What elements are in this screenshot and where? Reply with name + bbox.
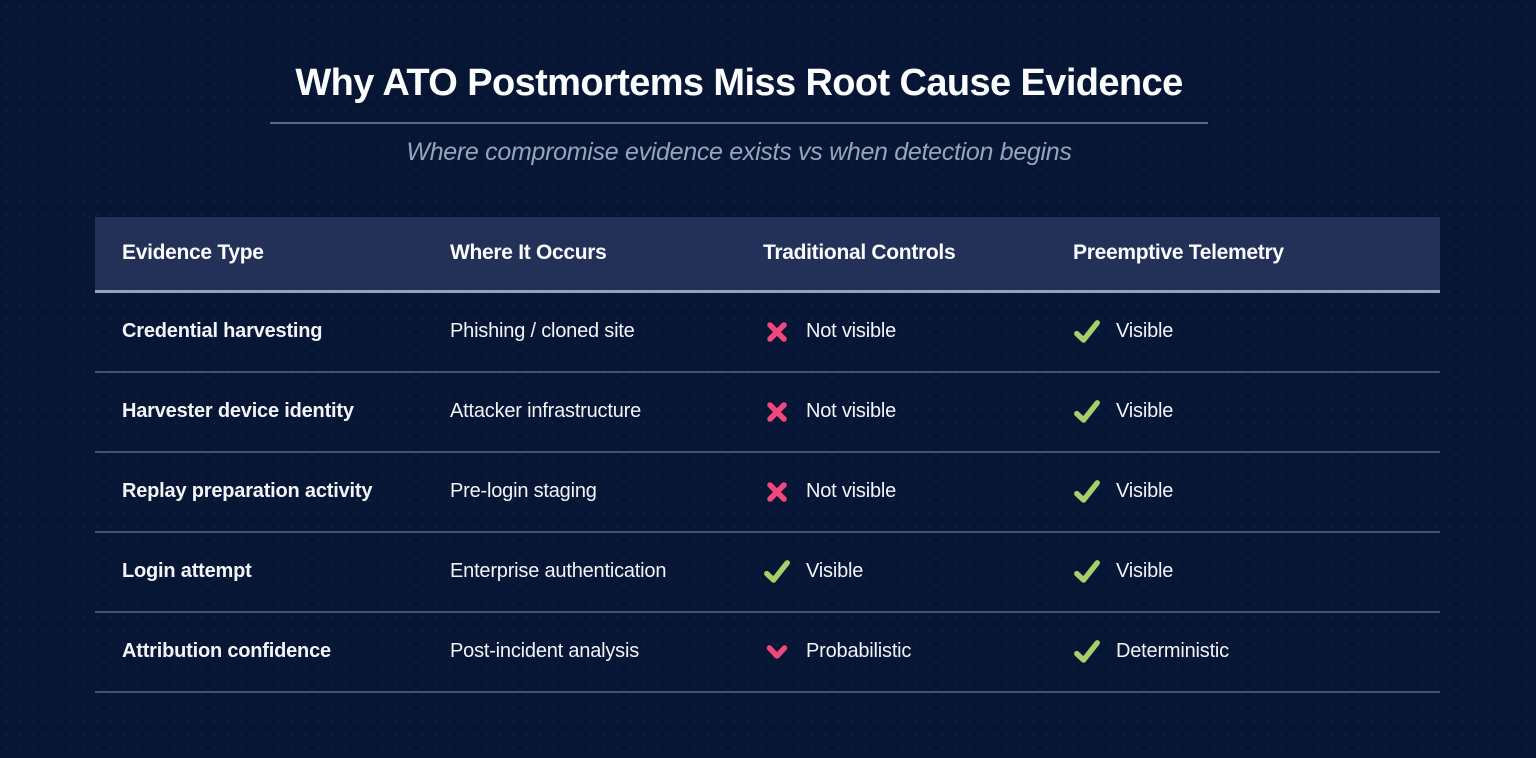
check-icon: [1074, 639, 1100, 663]
table-body: Credential harvesting Phishing / cloned …: [95, 293, 1440, 693]
chevron-down-icon: [766, 644, 788, 659]
check-icon: [1074, 319, 1100, 343]
check-icon: [1074, 559, 1100, 583]
cross-icon: [767, 401, 787, 422]
traditional-controls-label: Not visible: [806, 400, 897, 423]
traditional-controls-icon-slot: [763, 398, 791, 426]
page-title: Why ATO Postmortems Miss Root Cause Evid…: [295, 62, 1183, 104]
preemptive-telemetry-cell: Deterministic: [1073, 638, 1440, 666]
evidence-type-cell: Login attempt: [95, 560, 450, 583]
page-subtitle: Where compromise evidence exists vs when…: [406, 137, 1072, 166]
where-it-occurs-cell: Post-incident analysis: [450, 640, 763, 663]
evidence-type-cell: Credential harvesting: [95, 320, 450, 343]
traditional-controls-label: Not visible: [806, 480, 897, 503]
where-it-occurs-cell: Phishing / cloned site: [450, 320, 763, 343]
cross-icon: [767, 321, 787, 342]
where-it-occurs-label: Phishing / cloned site: [450, 320, 635, 343]
preemptive-telemetry-icon-slot: [1073, 638, 1101, 666]
evidence-type-label: Harvester device identity: [122, 400, 354, 423]
traditional-controls-icon-slot: [763, 318, 791, 346]
table-row: Harvester device identity Attacker infra…: [95, 373, 1440, 453]
traditional-controls-cell: Visible: [763, 558, 1073, 586]
column-header-evidence-type: Evidence Type: [122, 241, 264, 265]
where-it-occurs-cell: Attacker infrastructure: [450, 400, 763, 423]
preemptive-telemetry-label: Visible: [1116, 480, 1174, 503]
cross-icon: [767, 481, 787, 502]
traditional-controls-label: Probabilistic: [806, 640, 912, 663]
preemptive-telemetry-cell: Visible: [1073, 318, 1440, 346]
preemptive-telemetry-icon-slot: [1073, 398, 1101, 426]
where-it-occurs-cell: Enterprise authentication: [450, 560, 763, 583]
traditional-controls-cell: Not visible: [763, 318, 1073, 346]
preemptive-telemetry-label: Visible: [1116, 320, 1174, 343]
evidence-type-cell: Attribution confidence: [95, 640, 450, 663]
where-it-occurs-label: Attacker infrastructure: [450, 400, 642, 423]
check-icon: [764, 559, 790, 583]
where-it-occurs-label: Post-incident analysis: [450, 640, 640, 663]
where-it-occurs-label: Pre-login staging: [450, 480, 597, 503]
preemptive-telemetry-icon-slot: [1073, 318, 1101, 346]
table-row: Attribution confidence Post-incident ana…: [95, 613, 1440, 693]
traditional-controls-cell: Not visible: [763, 478, 1073, 506]
traditional-controls-cell: Probabilistic: [763, 638, 1073, 666]
traditional-controls-label: Not visible: [806, 320, 897, 343]
table-row: Replay preparation activity Pre-login st…: [95, 453, 1440, 533]
title-divider: [270, 121, 1208, 124]
preemptive-telemetry-icon-slot: [1073, 478, 1101, 506]
traditional-controls-icon-slot: [763, 478, 791, 506]
evidence-type-cell: Harvester device identity: [95, 400, 450, 423]
preemptive-telemetry-cell: Visible: [1073, 558, 1440, 586]
preemptive-telemetry-label: Visible: [1116, 560, 1174, 583]
column-header-preemptive-telemetry: Preemptive Telemetry: [1073, 241, 1284, 265]
table-row: Login attempt Enterprise authentication …: [95, 533, 1440, 613]
traditional-controls-label: Visible: [806, 560, 864, 583]
evidence-type-label: Attribution confidence: [122, 640, 331, 663]
column-header-where-it-occurs: Where It Occurs: [450, 241, 607, 265]
preemptive-telemetry-icon-slot: [1073, 558, 1101, 586]
evidence-type-label: Login attempt: [122, 560, 252, 583]
preemptive-telemetry-cell: Visible: [1073, 478, 1440, 506]
check-icon: [1074, 399, 1100, 423]
table-header-row: Evidence Type Where It Occurs Traditiona…: [95, 216, 1440, 293]
title-block: Why ATO Postmortems Miss Root Cause Evid…: [270, 62, 1208, 167]
evidence-type-label: Credential harvesting: [122, 320, 323, 343]
evidence-type-label: Replay preparation activity: [122, 480, 373, 503]
preemptive-telemetry-label: Deterministic: [1116, 640, 1229, 663]
evidence-comparison-table: Evidence Type Where It Occurs Traditiona…: [95, 216, 1440, 693]
traditional-controls-icon-slot: [763, 638, 791, 666]
check-icon: [1074, 479, 1100, 503]
column-header-traditional-controls: Traditional Controls: [763, 241, 956, 265]
where-it-occurs-label: Enterprise authentication: [450, 560, 667, 583]
preemptive-telemetry-label: Visible: [1116, 400, 1174, 423]
traditional-controls-icon-slot: [763, 558, 791, 586]
evidence-type-cell: Replay preparation activity: [95, 480, 450, 503]
table-row: Credential harvesting Phishing / cloned …: [95, 293, 1440, 373]
preemptive-telemetry-cell: Visible: [1073, 398, 1440, 426]
traditional-controls-cell: Not visible: [763, 398, 1073, 426]
where-it-occurs-cell: Pre-login staging: [450, 480, 763, 503]
